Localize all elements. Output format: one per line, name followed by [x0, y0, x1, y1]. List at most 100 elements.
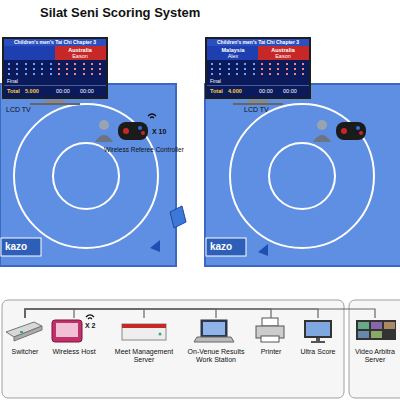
score-dot	[83, 68, 85, 70]
scoreboard-text: Malaysia	[209, 47, 257, 53]
device-label: Ultra Score	[295, 348, 341, 356]
device-label: Switcher	[3, 348, 47, 356]
scoreboard-text: Australia	[56, 47, 104, 53]
score-dot	[253, 68, 255, 70]
score-dot	[74, 63, 76, 65]
device-node: On-Venue Results Work Station	[186, 318, 246, 366]
score-dot	[58, 68, 60, 70]
score-dot	[294, 73, 296, 75]
scoreboard-text: Total	[7, 88, 25, 94]
score-dot	[253, 73, 255, 75]
scoreboard-text: Alex	[209, 53, 257, 59]
logo-plate	[1, 238, 41, 256]
diagram-title: Silat Seni Scoring System	[40, 6, 200, 20]
corner-marker	[150, 240, 160, 252]
score-dot	[269, 68, 271, 70]
score-dot	[236, 73, 238, 75]
scoreboard-text: 00:00	[259, 88, 281, 94]
score-dot	[253, 63, 255, 65]
switcher-icon	[6, 322, 42, 341]
tv-stand	[45, 100, 65, 103]
monitor-icon	[304, 320, 332, 343]
device-node: Video Arbitra Server	[352, 318, 398, 366]
score-dot	[294, 68, 296, 70]
score-dot	[74, 68, 76, 70]
scoreboard-text: 00:00	[283, 88, 305, 94]
score-dot	[244, 68, 246, 70]
sensor-pad	[170, 206, 186, 228]
score-dot	[211, 68, 213, 70]
score-dot	[211, 73, 213, 75]
scoreboard-text: 00:00	[80, 88, 102, 94]
score-dot	[25, 68, 27, 70]
caption-label: X 2	[85, 322, 96, 330]
score-dot	[277, 73, 279, 75]
score-dot	[228, 73, 230, 75]
score-dot	[25, 63, 27, 65]
corner-marker	[258, 244, 268, 256]
score-dot	[91, 68, 93, 70]
tv-stand	[248, 100, 268, 103]
score-dot	[41, 68, 43, 70]
caption-label: LCD TV	[6, 106, 31, 114]
score-dot	[91, 63, 93, 65]
referee-controller-icon	[313, 120, 366, 142]
score-dot	[277, 68, 279, 70]
score-dot	[58, 73, 60, 75]
competition-mat	[0, 84, 176, 266]
score-dot	[83, 63, 85, 65]
score-dot	[8, 63, 10, 65]
score-dot	[8, 68, 10, 70]
score-dot	[16, 73, 18, 75]
printer-icon	[256, 318, 284, 342]
scoreboard-tv: Children's men's Tai Chi Chapter 3Austra…	[2, 37, 108, 99]
score-dot	[286, 73, 288, 75]
team-strip	[4, 46, 55, 60]
score-dot	[66, 68, 68, 70]
caption-label: kazo	[5, 241, 27, 252]
scoreboard-text: Eason	[259, 53, 307, 59]
network-cable	[25, 309, 375, 318]
score-dot	[211, 63, 213, 65]
device-label: Video Arbitra Server	[352, 348, 398, 363]
network-cable	[25, 309, 318, 318]
network-cable	[25, 309, 74, 318]
scoreboard-text: Final	[7, 79, 37, 85]
score-dot	[8, 73, 10, 75]
score-dot	[302, 68, 304, 70]
competition-mat	[205, 84, 400, 266]
score-dot	[41, 73, 43, 75]
mat-circle	[14, 104, 158, 248]
device-node: Printer	[250, 318, 292, 358]
tv-stand	[233, 103, 283, 105]
score-dot	[99, 63, 101, 65]
scoreboard-text: Children's men's Tai Chi Chapter 3	[6, 40, 104, 46]
device-label: Wireless Host	[48, 348, 100, 356]
scoreboard-text: 5.000	[25, 88, 49, 94]
caption-label: Wireless Referee Controller	[104, 146, 184, 153]
score-dot	[91, 73, 93, 75]
logo-plate	[206, 238, 246, 256]
network-cable	[25, 309, 216, 318]
score-dot	[244, 63, 246, 65]
score-dot	[261, 63, 263, 65]
score-dot	[302, 63, 304, 65]
scoreboard-text: 00:00	[56, 88, 78, 94]
scoreboard-text: Australia	[259, 47, 307, 53]
device-group	[2, 300, 344, 398]
score-dot	[219, 63, 221, 65]
device-node: Meet Management Server	[106, 318, 182, 366]
score-dot	[286, 68, 288, 70]
caption-label: X 10	[152, 128, 166, 136]
score-dot	[66, 73, 68, 75]
score-dot	[33, 63, 35, 65]
score-dot	[58, 63, 60, 65]
score-dot	[294, 63, 296, 65]
mat-circle	[230, 104, 374, 248]
network-cable	[25, 309, 271, 318]
referee-controller-icon	[95, 114, 156, 142]
score-dot	[66, 63, 68, 65]
divider-line	[207, 85, 309, 86]
server-icon	[122, 324, 166, 340]
score-dot	[99, 68, 101, 70]
